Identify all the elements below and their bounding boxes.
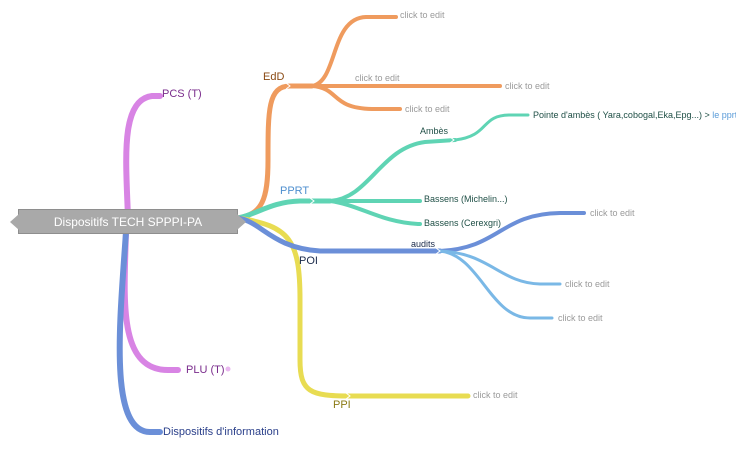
connector-edd — [235, 83, 315, 221]
chevron-right-icon[interactable] — [309, 197, 315, 205]
edd-child-2[interactable]: click to edit — [355, 73, 400, 83]
branch-dispositifs-information[interactable]: Dispositifs d'information — [163, 426, 279, 438]
branch-edd[interactable]: EdD — [263, 71, 285, 83]
node-pointe-ambes-text: Pointe d'ambès ( Yara,cobogal,Eka,Epg...… — [533, 110, 710, 120]
node-audits[interactable]: audits — [411, 239, 436, 249]
connector-poi-top — [438, 211, 586, 253]
chevron-right-icon[interactable] — [285, 82, 291, 90]
branch-poi[interactable]: POI — [299, 255, 318, 267]
link-le-pprt[interactable]: le pprt — [712, 110, 736, 120]
root-node[interactable]: Dispositifs TECH SPPPI-PA — [10, 209, 246, 234]
connector-ambes — [328, 138, 457, 203]
connector-poi-mid — [438, 249, 562, 286]
edd-child-2-sub[interactable]: click to edit — [505, 81, 550, 91]
branch-pprt[interactable]: PPRT — [280, 185, 310, 197]
node-ambes[interactable]: Ambès — [420, 126, 449, 136]
node-bassens-michelin[interactable]: Bassens (Michelin...) — [424, 194, 508, 204]
connector-ppi — [235, 215, 471, 399]
chevron-right-icon[interactable] — [435, 247, 441, 255]
poi-child-mid[interactable]: click to edit — [565, 279, 610, 289]
root-label: Dispositifs TECH SPPPI-PA — [53, 215, 203, 229]
node-bassens-cerexgri[interactable]: Bassens (Cerexgri) — [424, 218, 502, 228]
connector-bassens-2 — [328, 199, 422, 226]
branch-ppi[interactable]: PPI — [333, 399, 351, 411]
connector-plu — [121, 229, 181, 373]
edd-child-1[interactable]: click to edit — [400, 10, 445, 20]
ppi-child[interactable]: click to edit — [473, 390, 518, 400]
poi-child-low[interactable]: click to edit — [558, 313, 603, 323]
branch-pcs[interactable]: PCS (T) — [162, 88, 202, 100]
connector-pcs — [123, 93, 163, 221]
connector-edd-3 — [310, 84, 402, 111]
edd-child-3[interactable]: click to edit — [405, 104, 450, 114]
connector-poi — [235, 215, 443, 254]
connector-pprt — [235, 198, 333, 221]
branch-plu[interactable]: PLU (T) — [186, 364, 225, 376]
connector-ambes-leaf — [453, 113, 530, 142]
poi-child-top[interactable]: click to edit — [590, 208, 635, 218]
connector-info — [116, 229, 163, 435]
connector-edd-1 — [310, 15, 398, 88]
node-pointe-ambes[interactable]: Pointe d'ambès ( Yara,cobogal,Eka,Epg...… — [533, 111, 736, 120]
collapsed-dot-icon[interactable] — [225, 366, 231, 372]
connector-poi-low — [438, 249, 554, 320]
chevron-right-icon[interactable] — [449, 136, 455, 144]
chevron-right-icon[interactable] — [345, 392, 351, 400]
